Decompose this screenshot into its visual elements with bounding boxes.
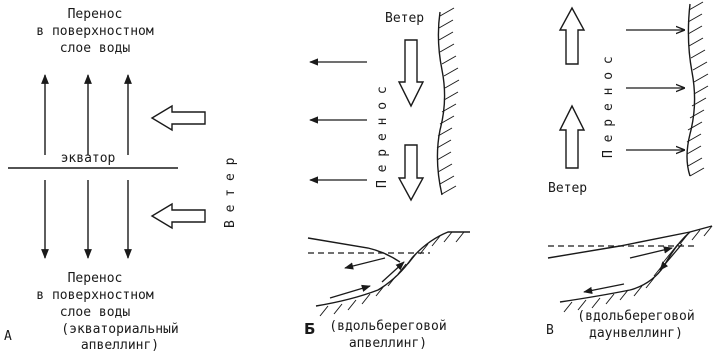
panel-a-wind-arrow-upper	[152, 106, 205, 130]
panel-b-wind-arrow-upper	[399, 40, 423, 106]
panel-b-seabed-hatching	[320, 232, 464, 316]
panel-c-wind-arrow-lower	[560, 106, 584, 168]
panel-c-transport-label: П е р е н о с	[601, 56, 616, 158]
panel-a-transport-bottom-line2: в поверхностном	[36, 288, 154, 303]
panel-c-seabed	[560, 226, 712, 302]
panel-b-caption-line2: апвеллинг)	[349, 336, 427, 351]
panel-b-wind-arrow-lower	[399, 145, 423, 200]
panel-c: П е р е н о с Ветер В (вдольбереговой да…	[546, 2, 712, 341]
panel-c-wind-label: Ветер	[548, 181, 587, 196]
panel-c-sea-surface	[548, 232, 690, 258]
panel-c-bottom-flow-arrow	[584, 284, 624, 292]
panel-c-caption-line1: (вдольбереговой	[577, 309, 694, 324]
panel-c-letter: В	[546, 323, 554, 338]
panel-a-letter: А	[4, 329, 12, 344]
panel-c-surface-flow-arrow	[630, 248, 672, 258]
panel-b: Ветер П е р е н о с Б (вдольбереговой ап…	[304, 8, 470, 351]
panel-a-transport-bottom-line3: слое воды	[60, 305, 131, 320]
panel-a-caption-line1: (экваториальный	[61, 322, 178, 337]
panel-c-coast-hatching	[687, 2, 708, 176]
panel-b-wind-label: Ветер	[385, 11, 424, 26]
panel-a-transport-top-line3: слое воды	[60, 41, 131, 56]
panel-c-caption-line2: даунвеллинг)	[589, 326, 683, 341]
panel-a-transport-top-line1: Перенос	[68, 7, 123, 22]
panel-c-wind-arrow-upper	[560, 8, 584, 64]
panel-a-transport-bottom-line1: Перенос	[68, 271, 123, 286]
panel-a-wind-arrow-lower	[152, 204, 205, 228]
panel-a-caption-line2: апвеллинг)	[81, 338, 159, 353]
panel-b-letter: Б	[304, 320, 315, 338]
panel-a-equator-label: экватор	[61, 151, 116, 166]
panel-b-coast-hatching	[437, 8, 459, 194]
panel-b-coastline	[437, 12, 444, 195]
panel-a-wind-label: В е т е р	[223, 157, 238, 228]
panel-a: Перенос в поверхностном слое воды эквато…	[4, 7, 238, 353]
panel-b-bottom-flow-arrow	[330, 286, 370, 298]
panel-b-caption-line1: (вдольбереговой	[329, 319, 446, 334]
panel-b-surface-flow-arrow	[345, 258, 385, 268]
panel-b-sea-surface	[308, 238, 400, 262]
panel-a-transport-top-line2: в поверхностном	[36, 24, 154, 39]
panel-c-seabed-hatching	[564, 226, 712, 312]
panel-b-transport-label: П е р е н о с	[375, 86, 390, 188]
